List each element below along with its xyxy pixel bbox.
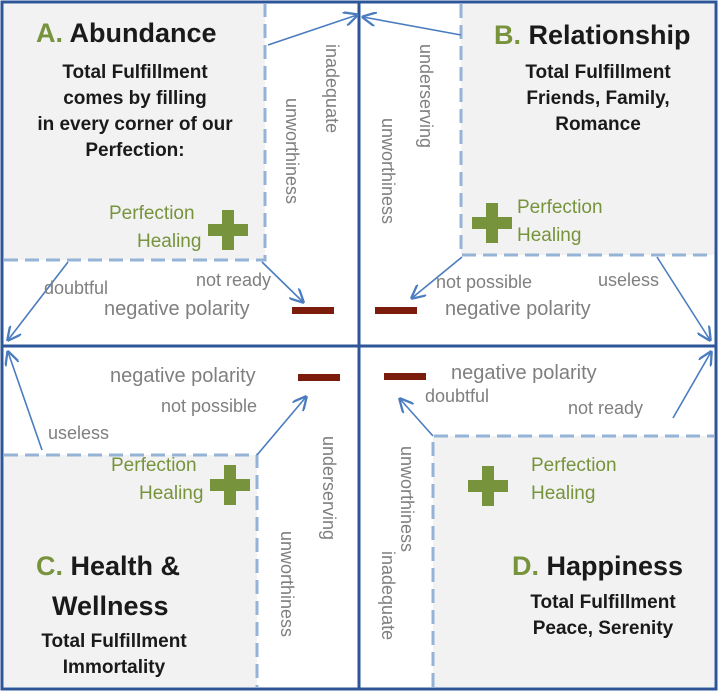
label-c-unworthiness: unworthiness (277, 531, 297, 638)
quadrant-c-name-line2: Wellness (52, 591, 169, 621)
quadrant-b-name: Relationship (528, 20, 691, 50)
label-b-not-possible: not possible (436, 272, 533, 292)
quadrant-b-description: Total Fulfillment Friends, Family, Roman… (474, 60, 718, 138)
label-d-negative-polarity: negative polarity (451, 362, 597, 384)
arrow-c-to-minus (256, 397, 306, 456)
label-c-underserving: underserving (319, 436, 339, 541)
quadrant-a-line: Total Fulfillment (62, 62, 208, 83)
quadrant-a-perfection: Perfection (109, 203, 195, 224)
label-c-not-possible: not possible (161, 396, 258, 416)
arrow-b-to-a (363, 17, 462, 36)
arrow-a-to-c (8, 261, 69, 340)
label-b-unworthiness: unworthiness (378, 118, 398, 225)
box-a (4, 4, 265, 260)
label-a-negative-polarity: negative polarity (104, 298, 250, 320)
arrow-c-to-a (8, 352, 43, 451)
minus-sign-b (375, 307, 417, 314)
quadrant-b-line: Romance (555, 114, 641, 135)
quadrant-d-letter: D. (512, 551, 539, 581)
label-a-doubtful: doubtful (44, 278, 109, 298)
label-c-negative-polarity: negative polarity (110, 365, 256, 387)
label-d-unworthiness: unworthiness (397, 446, 417, 553)
box-c (4, 455, 257, 687)
label-a-unworthiness: unworthiness (282, 98, 302, 205)
minus-sign-d (384, 373, 426, 380)
label-c-useless: useless (48, 423, 110, 443)
box-d (433, 436, 714, 687)
quadrant-c-line: Immortality (62, 657, 166, 678)
arrow-a-to-b (267, 15, 357, 46)
label-a-not-ready: not ready (196, 270, 272, 290)
plus-sign-d (468, 466, 508, 506)
quadrant-c-line: Total Fulfillment (41, 631, 187, 652)
label-a-inadequate: inadequate (322, 44, 342, 134)
quadrant-a-line: Perfection: (85, 140, 185, 161)
quadrant-d-description: Total Fulfillment Peace, Serenity (490, 590, 716, 642)
quadrant-b-healing: Healing (517, 225, 582, 246)
quadrant-a-line: in every corner of our (37, 114, 233, 135)
quadrant-b-title: B. Relationship (494, 20, 691, 51)
dashed-border-a (4, 4, 267, 262)
quadrant-d-name: Happiness (546, 551, 684, 581)
label-d-doubtful: doubtful (425, 386, 490, 406)
quadrant-a-line: comes by filling (63, 88, 207, 109)
quadrant-c-title: C. Health & (36, 551, 180, 582)
quadrant-d-line: Total Fulfillment (530, 592, 676, 613)
quadrant-a-description: Total Fulfillment comes by filling in ev… (10, 60, 260, 164)
quadrant-a-letter: A. (36, 18, 63, 48)
quadrant-b-perfection: Perfection (517, 197, 603, 218)
plus-sign-c (210, 465, 250, 505)
quadrant-c-healing: Healing (139, 483, 204, 504)
quadrant-c-description: Total Fulfillment Immortality (0, 629, 228, 681)
arrow-b-to-d (656, 256, 710, 340)
quadrant-b-letter: B. (494, 20, 521, 50)
arrow-d-to-b (672, 352, 711, 419)
quadrant-b-line: Friends, Family, (526, 88, 670, 109)
label-d-inadequate: inadequate (378, 551, 398, 641)
quadrant-d-title: D. Happiness (512, 551, 683, 582)
quadrant-b-line: Total Fulfillment (525, 62, 671, 83)
plus-sign-b (472, 203, 512, 243)
arrow-a-to-minus (261, 261, 303, 302)
minus-sign-a (292, 307, 334, 314)
quadrant-c-perfection: Perfection (111, 455, 197, 476)
quadrant-c-letter: C. (36, 551, 63, 581)
quadrant-c-name-line1: Health & (70, 551, 181, 581)
label-b-negative-polarity: negative polarity (445, 298, 591, 320)
quadrant-a-title: A. Abundance (36, 18, 217, 49)
quadrant-d-line: Peace, Serenity (532, 618, 674, 639)
quadrant-a-name: Abundance (69, 18, 217, 48)
plus-sign-a (208, 210, 248, 250)
quadrant-d-perfection: Perfection (531, 455, 617, 476)
quadrant-a-healing: Healing (137, 231, 202, 252)
minus-sign-c (298, 374, 340, 381)
label-d-not-ready: not ready (568, 398, 644, 418)
arrow-d-to-minus (400, 399, 434, 437)
quadrant-d-healing: Healing (531, 483, 596, 504)
arrow-b-to-minus (412, 256, 463, 298)
box-b (461, 4, 714, 255)
label-b-underserving: underserving (416, 44, 436, 149)
label-b-useless: useless (598, 270, 660, 290)
